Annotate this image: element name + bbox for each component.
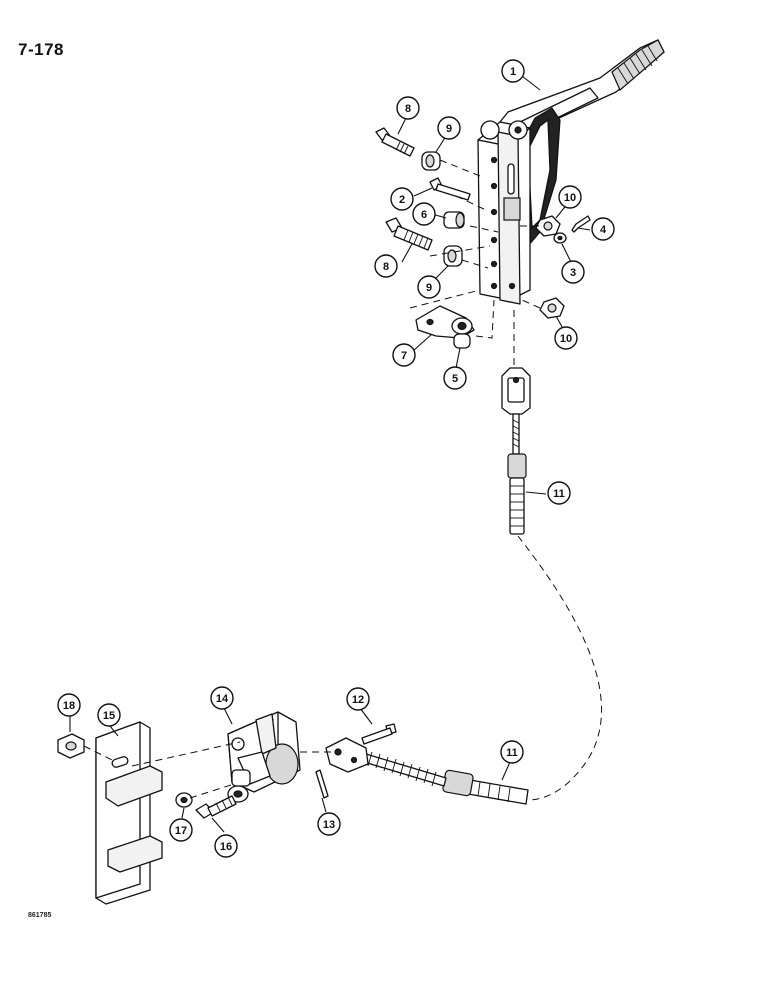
callout-4: 4 bbox=[591, 217, 615, 241]
page-number: 7-178 bbox=[18, 40, 64, 59]
pivot-bracket bbox=[477, 120, 531, 305]
figure-code: 861785 bbox=[28, 912, 52, 919]
clamp-spacer bbox=[453, 333, 471, 349]
svg-text:11: 11 bbox=[506, 747, 518, 759]
assembly-guide-lines-upper bbox=[409, 159, 541, 370]
callout-7: 7 bbox=[392, 343, 416, 367]
callout-17: 17 bbox=[169, 818, 193, 842]
svg-text:8: 8 bbox=[383, 261, 389, 273]
lock-nut-lower bbox=[539, 297, 565, 319]
bolt-upper bbox=[375, 127, 415, 157]
callout-12: 12 bbox=[346, 687, 370, 711]
callout-2: 2 bbox=[390, 187, 414, 211]
svg-text:9: 9 bbox=[446, 123, 452, 135]
callout-18: 18 bbox=[57, 693, 81, 717]
clevis-pin bbox=[361, 723, 397, 745]
callout-6: 6 bbox=[412, 202, 436, 226]
washer bbox=[553, 232, 567, 244]
mounting-plate bbox=[95, 721, 163, 905]
svg-text:15: 15 bbox=[103, 710, 115, 722]
callout-3: 3 bbox=[561, 260, 585, 284]
pivot-pin bbox=[429, 177, 471, 201]
callout-8-upper: 8 bbox=[396, 96, 420, 120]
callout-10-lower: 10 bbox=[554, 326, 578, 350]
cable-clamp bbox=[415, 305, 475, 339]
svg-text:10: 10 bbox=[564, 192, 576, 204]
svg-text:2: 2 bbox=[399, 194, 405, 206]
clevis-cotter-pin bbox=[315, 769, 329, 799]
callout-10-upper: 10 bbox=[558, 185, 582, 209]
spacer-lower bbox=[443, 245, 463, 267]
callout-1: 1 bbox=[501, 59, 525, 83]
bushing bbox=[443, 211, 465, 229]
svg-text:9: 9 bbox=[426, 282, 432, 294]
callout-15: 15 bbox=[97, 703, 121, 727]
spacer-upper bbox=[421, 151, 441, 171]
callout-leaders bbox=[69, 75, 591, 833]
callout-11-lower: 11 bbox=[500, 740, 524, 764]
svg-text:16: 16 bbox=[220, 841, 232, 853]
svg-text:7: 7 bbox=[401, 350, 407, 362]
callout-14: 14 bbox=[210, 686, 234, 710]
callout-16: 16 bbox=[214, 834, 238, 858]
lock-nut bbox=[57, 733, 85, 759]
callout-11-upper: 11 bbox=[547, 481, 571, 505]
control-cable bbox=[325, 367, 602, 805]
svg-text:3: 3 bbox=[570, 267, 576, 279]
assembly-guide-lines-lower bbox=[83, 741, 332, 799]
svg-text:14: 14 bbox=[216, 693, 229, 705]
svg-text:17: 17 bbox=[175, 825, 187, 837]
callout-13: 13 bbox=[317, 812, 341, 836]
brake-actuator bbox=[227, 711, 301, 803]
svg-text:6: 6 bbox=[421, 209, 427, 221]
callout-9-upper: 9 bbox=[437, 116, 461, 140]
svg-text:13: 13 bbox=[323, 819, 335, 831]
callout-5: 5 bbox=[443, 366, 467, 390]
callout-8-lower: 8 bbox=[374, 254, 398, 278]
bolt-lower bbox=[385, 217, 433, 251]
svg-text:18: 18 bbox=[63, 700, 75, 712]
svg-text:10: 10 bbox=[560, 333, 572, 345]
callout-9-lower: 9 bbox=[417, 275, 441, 299]
svg-text:11: 11 bbox=[553, 488, 565, 500]
svg-text:4: 4 bbox=[600, 224, 607, 236]
svg-text:1: 1 bbox=[510, 66, 516, 78]
svg-text:12: 12 bbox=[352, 694, 364, 706]
svg-text:5: 5 bbox=[452, 373, 458, 385]
cap-screw bbox=[195, 795, 237, 819]
svg-text:8: 8 bbox=[405, 103, 411, 115]
washer-lower bbox=[175, 792, 193, 808]
